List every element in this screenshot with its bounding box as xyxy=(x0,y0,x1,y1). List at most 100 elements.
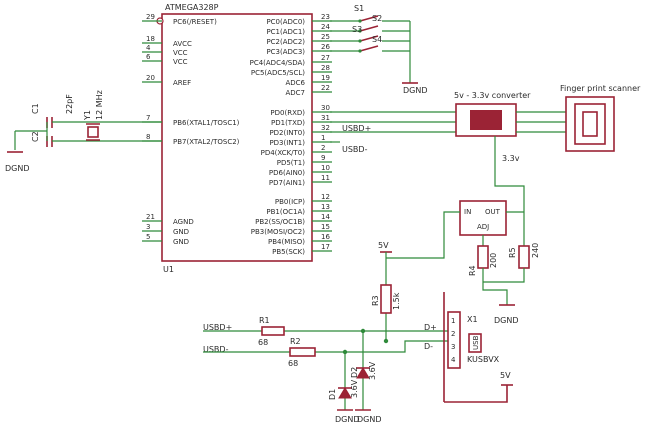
mcu-pin-number: 20 xyxy=(146,74,155,82)
mcu-pin-name: PD1(TXD) xyxy=(271,119,305,127)
mcu-body xyxy=(161,13,313,262)
mcu-pin-number: 9 xyxy=(321,154,325,162)
net-3v3-label: 3.3v xyxy=(502,154,520,163)
r3-ref: R3 xyxy=(371,295,380,306)
mcu-pin-name: PD2(INT0) xyxy=(269,129,305,137)
r2-value: 68 xyxy=(288,359,298,368)
switch-contact xyxy=(358,39,362,43)
converter-wires xyxy=(494,111,566,160)
usb-text: USB xyxy=(472,335,480,350)
usb-port-icon xyxy=(468,333,482,353)
r2-ref: R2 xyxy=(290,337,301,346)
mcu-pin-number: 18 xyxy=(146,35,155,43)
ground-label: DGND xyxy=(357,415,382,424)
d1-ref: D1 xyxy=(328,389,337,400)
vcc-5v-lower-label: 5V xyxy=(500,371,511,380)
usb-ref: X1 xyxy=(467,315,478,324)
converter-frame xyxy=(455,103,517,137)
cap-c1-label: C1 xyxy=(31,103,40,114)
mcu-pin-number: 21 xyxy=(146,213,155,221)
crystal-freq-label: 12 MHz xyxy=(95,90,104,120)
mcu-pin-name: PC0(ADC0) xyxy=(266,18,305,26)
scanner-label: Finger print scanner xyxy=(560,84,641,93)
mcu-pin-number: 22 xyxy=(321,84,330,92)
mcu-u1: ATMEGA328P U1 29PC6(/RESET)18AVCC4VCC6VC… xyxy=(142,3,332,274)
mcu-pin-number: 4 xyxy=(146,44,151,52)
usb-part: KUSBVX xyxy=(467,355,500,364)
mcu-pin-number: 32 xyxy=(321,124,330,132)
converter-label: 5v - 3.3v converter xyxy=(454,91,531,100)
mcu-right-pins: 23PC0(ADC0)24PC1(ADC1)25PC2(ADC2)26PC3(A… xyxy=(250,13,332,256)
mcu-pin-number: 13 xyxy=(321,203,330,211)
mcu-pin-number: 25 xyxy=(321,33,330,41)
crystal-y1-plates xyxy=(86,123,100,141)
r4-wire xyxy=(482,268,508,305)
d2-ref: D2 xyxy=(350,367,359,378)
resistor-r4 xyxy=(477,245,489,269)
usbdm-net-label: USBD- xyxy=(203,345,229,354)
crystal-caps xyxy=(46,117,53,147)
mcu-pin-number: 6 xyxy=(146,53,151,61)
switch-wires-right xyxy=(382,20,411,83)
r4-ref: R4 xyxy=(468,265,477,276)
mcu-pin-number: 8 xyxy=(146,133,150,141)
crystal-y1-body xyxy=(87,126,99,138)
net-usbdm-label: USBD- xyxy=(342,145,368,154)
mcu-pin-name: PB5(SCK) xyxy=(272,248,305,256)
usb-shield-wire xyxy=(443,292,508,403)
mcu-pin-number: 1 xyxy=(321,134,325,142)
mcu-pin-number: 24 xyxy=(321,23,330,31)
mcu-pin-number: 30 xyxy=(321,104,330,112)
fingerprint-scanner: Finger print scanner xyxy=(560,84,641,152)
mcu-pin-name: AREF xyxy=(173,79,191,87)
mcu-pin-number: 31 xyxy=(321,114,330,122)
switch-levers xyxy=(359,15,379,52)
usb-dp-label: D+ xyxy=(424,323,437,332)
r1-ref: R1 xyxy=(259,316,270,325)
cap-c2-label: C2 xyxy=(31,131,40,142)
serial-nets: USBD+ USBD- xyxy=(330,111,456,154)
mcu-pin-number: 23 xyxy=(321,13,330,21)
usb-dm-label: D- xyxy=(424,342,433,351)
mcu-pin-name: PB4(MISO) xyxy=(268,238,305,246)
mcu-pin-name: PD6(AIN0) xyxy=(269,169,305,177)
mcu-pin-name: PC1(ADC1) xyxy=(266,28,305,36)
junction-dot xyxy=(383,338,389,344)
vcc-5v-label: 5V xyxy=(378,241,389,250)
regulator-out-label: OUT xyxy=(485,208,501,216)
mcu-pin-name: PD7(AIN1) xyxy=(269,179,305,187)
mcu-pin-number: 26 xyxy=(321,43,330,51)
d2-value: 3.6V xyxy=(368,361,377,380)
level-converter: 5v - 3.3v converter 3.3v xyxy=(454,91,566,163)
usb-line-wires xyxy=(203,330,448,353)
cap-value-label: 22pF xyxy=(65,94,74,114)
resistor-r5 xyxy=(518,245,530,269)
mcu-pin-name: PB2(SS/OC1B) xyxy=(255,218,305,226)
resistor-r1 xyxy=(261,326,285,336)
switch-contact xyxy=(358,19,362,23)
r5-value: 240 xyxy=(531,243,540,258)
r3-value: 1.5k xyxy=(392,292,401,310)
cap-links xyxy=(46,121,60,142)
serial-wires xyxy=(330,111,456,133)
usb-connector-x1: D+ D- USB X1 KUSBVX 1 2 3 4 5V xyxy=(424,292,513,403)
mcu-pin-name: AVCC xyxy=(173,40,192,48)
ground-label: DGND xyxy=(5,164,30,173)
mcu-pin-number: 5 xyxy=(146,233,150,241)
voltage-regulator: IN OUT ADJ R5 240 R4 200 DGND xyxy=(386,160,540,325)
mcu-pin-name: PC2(ADC2) xyxy=(266,38,305,46)
mcu-left-pins: 29PC6(/RESET)18AVCC4VCC6VCC20AREF7PB6(XT… xyxy=(142,13,240,246)
mcu-pin-number: 28 xyxy=(321,64,330,72)
ground-label: DGND xyxy=(335,415,360,424)
d1-value: 3.6V xyxy=(350,379,359,398)
mcu-pin-name: PB7(XTAL2/TOSC2) xyxy=(173,138,240,146)
mcu-pin-name: PC5(ADC5/SCL) xyxy=(251,69,305,77)
resistor-r2 xyxy=(289,347,316,357)
switch-wires-left xyxy=(330,20,360,52)
r5-wire xyxy=(483,268,525,283)
mcu-ref-label: U1 xyxy=(163,265,174,274)
usbdp-net-label: USBD+ xyxy=(203,323,232,332)
mcu-part-label: ATMEGA328P xyxy=(165,3,219,12)
